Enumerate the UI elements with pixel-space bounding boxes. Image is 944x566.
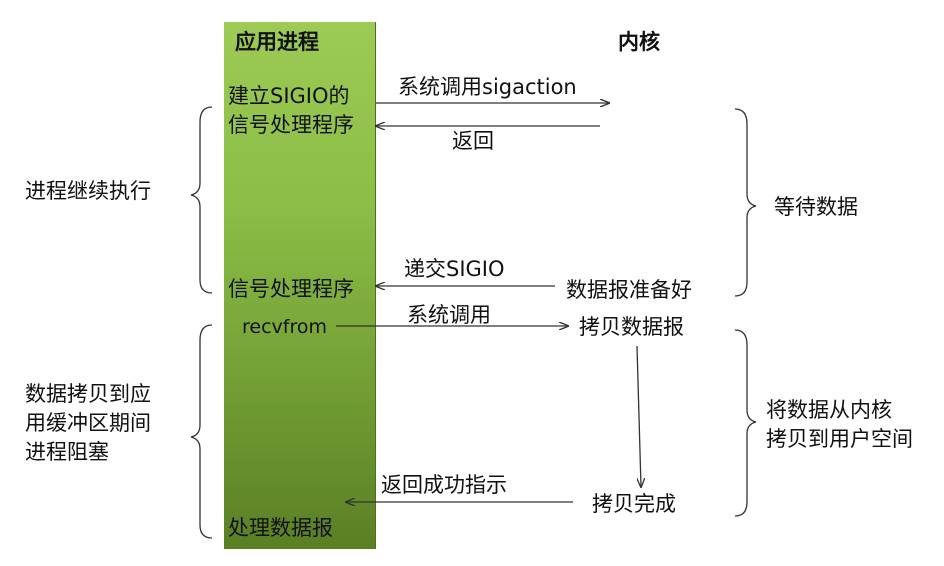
sigaction-call-label: 系统调用sigaction [398,75,577,99]
brace-left-bottom-label-3: 进程阻塞 [25,440,109,464]
brace-left-top [190,106,213,294]
datagram-ready-label: 数据报准备好 [566,278,692,302]
recvfrom-label: recvfrom [242,316,327,338]
app-process-bar [224,22,376,549]
brace-left-bottom-label-1: 数据拷贝到应 [25,382,151,406]
kernel-header: 内核 [618,30,660,54]
deliver-sigio-label: 递交SIGIO [404,257,505,281]
copy-complete-label: 拷贝完成 [592,492,676,516]
install-handler-label-2: 信号处理程序 [228,113,354,137]
process-datagram-label: 处理数据报 [228,516,333,540]
syscall-label: 系统调用 [407,303,491,327]
app-process-header: 应用进程 [235,30,319,54]
brace-right-bottom-label-2: 拷贝到用户空间 [766,427,913,451]
return-label: 返回 [452,129,494,153]
brace-left-bottom [190,324,213,539]
brace-left-top-label: 进程继续执行 [25,179,151,203]
return-success-label: 返回成功指示 [381,473,507,497]
brace-right-bottom [734,329,757,517]
copy-down-arrow [636,345,641,487]
install-handler-label-1: 建立SIGIO的 [228,84,350,108]
brace-left-bottom-label-2: 用缓冲区期间 [25,411,151,435]
brace-right-top [734,108,757,297]
brace-right-top-label: 等待数据 [774,195,858,219]
brace-right-bottom-label-1: 将数据从内核 [766,398,892,422]
copy-datagram-label: 拷贝数据报 [579,315,684,339]
signal-handler-label: 信号处理程序 [228,277,354,301]
